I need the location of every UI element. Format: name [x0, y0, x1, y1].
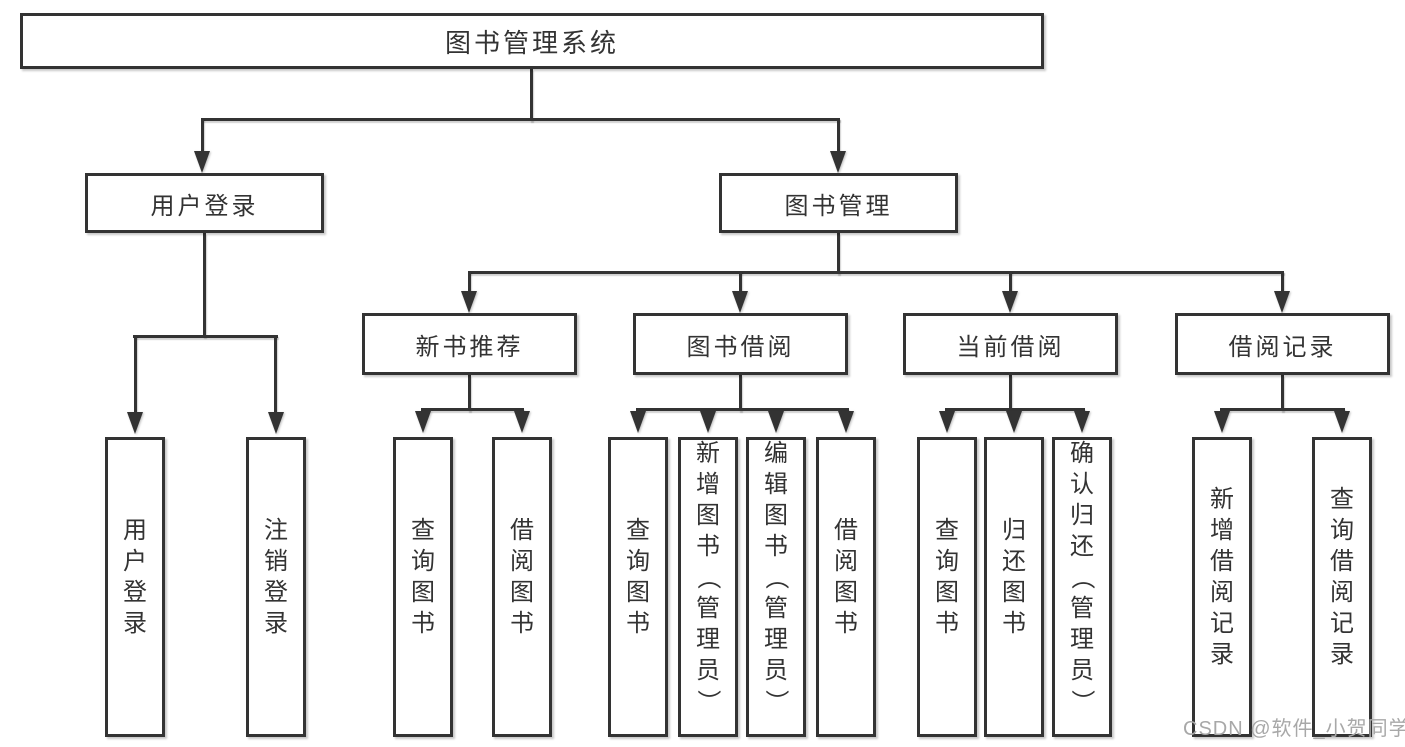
- connector-drop-user-login: [201, 118, 204, 154]
- connector-book-management-stem: [837, 233, 840, 274]
- arrow-to-current-return-book: [1006, 411, 1022, 433]
- node-book-management: 图书管理: [719, 173, 958, 233]
- node-borrow-record: 借阅记录: [1175, 313, 1390, 375]
- connector-current-bar: [945, 408, 1085, 411]
- leaf-logout-label: 注销登录: [264, 517, 288, 637]
- arrow-to-book-borrow: [732, 291, 748, 313]
- connector-root-stem: [530, 69, 533, 121]
- connector-drop-new-book-recommend: [468, 271, 471, 293]
- leaf-record-add-label: 新增借阅记录: [1210, 486, 1234, 668]
- arrow-to-leaf-user-login: [127, 412, 143, 434]
- connector-drop-leaf-logout: [274, 335, 277, 415]
- connector-record-bar: [1220, 408, 1345, 411]
- leaf-current-return-book: 归还图书: [984, 437, 1044, 737]
- node-user-login-label: 用户登录: [150, 192, 259, 220]
- node-current-borrow: 当前借阅: [903, 313, 1118, 375]
- leaf-borrow-query-book: 查询图书: [608, 437, 668, 737]
- leaf-borrow-edit-book-admin-label: 编辑图书（管理员）: [762, 439, 790, 714]
- leaf-current-confirm-return-admin: 确认归还（管理员）: [1052, 437, 1112, 737]
- leaf-recommend-borrow-book-label: 借阅图书: [510, 517, 534, 637]
- leaf-record-query: 查询借阅记录: [1312, 437, 1372, 737]
- arrow-to-borrow-add-book: [700, 411, 716, 433]
- leaf-borrow-borrow-book-label: 借阅图书: [834, 517, 858, 637]
- arrow-to-new-book-recommend: [461, 291, 477, 313]
- connector-drop-current-borrow: [1009, 271, 1012, 293]
- node-new-book-recommend: 新书推荐: [362, 313, 577, 375]
- arrow-to-book-management: [830, 151, 846, 173]
- connector-recommend-stem: [468, 375, 471, 411]
- connector-book-management-bar: [468, 271, 1284, 274]
- arrow-to-borrow-borrow-book: [838, 411, 854, 433]
- connector-current-stem: [1009, 375, 1012, 411]
- leaf-record-query-label: 查询借阅记录: [1330, 486, 1354, 668]
- leaf-current-query-book-label: 查询图书: [935, 517, 959, 637]
- node-book-borrow: 图书借阅: [633, 313, 848, 375]
- arrow-to-recommend-borrow-book: [514, 411, 530, 433]
- arrow-to-current-confirm-return: [1074, 411, 1090, 433]
- leaf-borrow-add-book-admin-label: 新增图书（管理员）: [694, 439, 722, 714]
- leaf-user-login: 用户登录: [105, 437, 165, 737]
- arrow-to-user-login: [194, 151, 210, 173]
- arrow-to-borrow-record: [1274, 291, 1290, 313]
- watermark: CSDN @软件_小贺同学: [1183, 718, 1405, 740]
- node-borrow-record-label: 借阅记录: [1228, 333, 1337, 361]
- arrow-to-recommend-query-book: [415, 411, 431, 433]
- arrow-to-current-borrow: [1002, 291, 1018, 313]
- leaf-borrow-edit-book-admin: 编辑图书（管理员）: [746, 437, 806, 737]
- node-root: 图书管理系统: [20, 13, 1044, 69]
- leaf-borrow-add-book-admin: 新增图书（管理员）: [678, 437, 738, 737]
- leaf-borrow-borrow-book: 借阅图书: [816, 437, 876, 737]
- leaf-current-return-book-label: 归还图书: [1002, 517, 1026, 637]
- connector-user-login-stem: [203, 233, 206, 337]
- leaf-current-confirm-return-admin-label: 确认归还（管理员）: [1068, 439, 1096, 714]
- connector-drop-leaf-user-login: [134, 335, 137, 415]
- arrow-to-borrow-query-book: [630, 411, 646, 433]
- node-book-borrow-label: 图书借阅: [686, 333, 795, 361]
- arrow-to-current-query-book: [939, 411, 955, 433]
- connector-record-stem: [1281, 375, 1284, 411]
- node-current-borrow-label: 当前借阅: [956, 333, 1065, 361]
- connector-drop-book-management: [837, 118, 840, 154]
- connector-borrow-bar: [636, 408, 849, 411]
- connector-recommend-bar: [421, 408, 524, 411]
- arrow-to-leaf-logout: [268, 412, 284, 434]
- node-user-login: 用户登录: [85, 173, 324, 233]
- arrow-to-record-query: [1334, 411, 1350, 433]
- leaf-logout: 注销登录: [246, 437, 306, 737]
- leaf-current-query-book: 查询图书: [917, 437, 977, 737]
- leaf-recommend-query-book-label: 查询图书: [411, 517, 435, 637]
- connector-borrow-stem: [739, 375, 742, 411]
- node-new-book-recommend-label: 新书推荐: [415, 333, 524, 361]
- leaf-recommend-borrow-book: 借阅图书: [492, 437, 552, 737]
- leaf-borrow-query-book-label: 查询图书: [626, 517, 650, 637]
- node-root-label: 图书管理系统: [444, 27, 619, 58]
- leaf-user-login-label: 用户登录: [123, 517, 147, 637]
- connector-drop-book-borrow: [739, 271, 742, 293]
- connector-root-bar: [201, 118, 840, 121]
- leaf-record-add: 新增借阅记录: [1192, 437, 1252, 737]
- connector-user-login-bar: [133, 335, 278, 338]
- node-book-management-label: 图书管理: [784, 192, 893, 220]
- leaf-recommend-query-book: 查询图书: [393, 437, 453, 737]
- connector-drop-borrow-record: [1281, 271, 1284, 293]
- arrow-to-borrow-edit-book: [768, 411, 784, 433]
- arrow-to-record-add: [1214, 411, 1230, 433]
